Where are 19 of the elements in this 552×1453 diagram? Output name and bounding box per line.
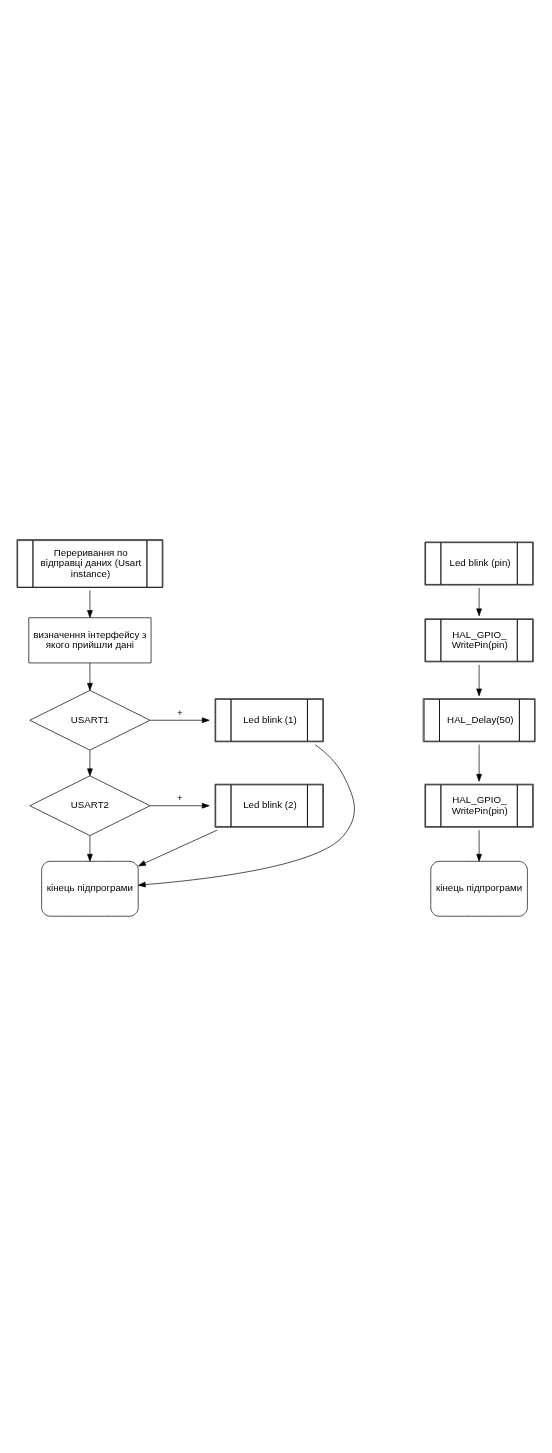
node-diamond: USART1	[29, 690, 151, 751]
arrow	[476, 587, 482, 617]
node-diamond: USART2	[29, 775, 151, 836]
arrow	[149, 717, 210, 724]
arrow	[87, 662, 93, 691]
arrow	[138, 744, 355, 888]
arrow	[149, 802, 210, 809]
arrow	[87, 750, 93, 777]
arrow	[87, 835, 93, 862]
arrow	[476, 829, 482, 862]
edge-label: +	[176, 706, 183, 718]
arrow	[476, 744, 482, 782]
node-box: визначення інтерфейсу з якого прийшли дані	[28, 617, 152, 664]
arrow	[87, 590, 93, 618]
arrow	[476, 664, 482, 697]
edge-label: +	[176, 792, 183, 803]
node-box: кінець підпрограми	[41, 860, 139, 917]
arrow	[138, 829, 218, 867]
node-box: кінець підпрограми	[430, 860, 528, 917]
